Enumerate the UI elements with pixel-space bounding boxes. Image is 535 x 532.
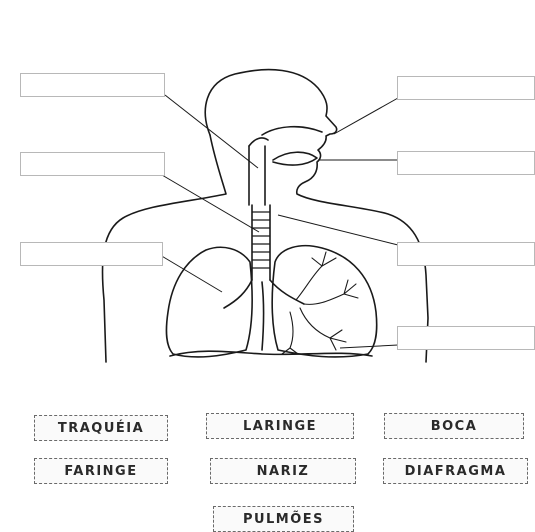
leader-line-6 xyxy=(278,215,398,245)
word-card-laringe[interactable]: LARINGE xyxy=(206,413,354,439)
pharynx-top xyxy=(249,138,268,146)
oral-cavity xyxy=(273,152,317,165)
body-outline xyxy=(205,70,428,362)
answer-box-5[interactable] xyxy=(397,151,535,175)
word-card-diafragma[interactable]: DIAFRAGMA xyxy=(383,458,528,484)
word-card-traqueia[interactable]: TRAQUÉIA xyxy=(34,415,168,441)
leader-line-7 xyxy=(340,345,398,348)
answer-box-4[interactable] xyxy=(397,76,535,100)
bronchus-left xyxy=(224,280,252,308)
trachea-rings xyxy=(252,212,270,268)
leader-line-1 xyxy=(165,95,258,168)
answer-box-2[interactable] xyxy=(20,152,165,176)
word-card-faringe[interactable]: FARINGE xyxy=(34,458,168,484)
word-card-boca[interactable]: BOCA xyxy=(384,413,524,439)
leader-line-4 xyxy=(334,98,398,134)
nasal-cavity xyxy=(262,127,322,135)
answer-box-3[interactable] xyxy=(20,242,163,266)
heart-notch xyxy=(262,282,264,350)
answer-box-6[interactable] xyxy=(397,242,535,266)
diaphragm xyxy=(170,351,372,356)
word-card-nariz[interactable]: NARIZ xyxy=(210,458,356,484)
bronchus-right xyxy=(270,280,304,304)
bronchial-tree xyxy=(282,252,358,354)
answer-box-1[interactable] xyxy=(20,73,165,97)
lung-left xyxy=(166,247,252,357)
word-card-pulmoes[interactable]: PULMÕES xyxy=(213,506,354,532)
answer-box-7[interactable] xyxy=(397,326,535,350)
